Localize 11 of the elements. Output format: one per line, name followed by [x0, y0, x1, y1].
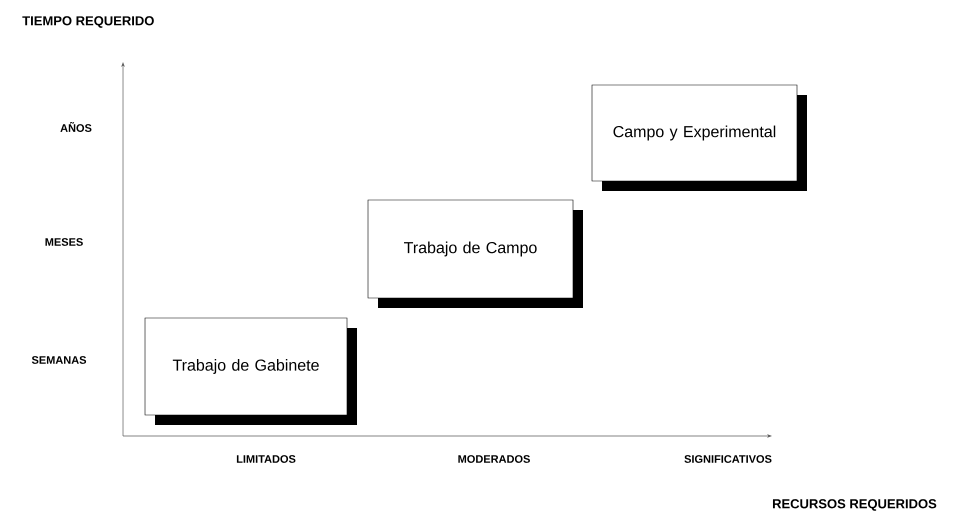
axis-tick-label: SEMANAS	[32, 356, 86, 364]
axis-tick-label: LIMITADOS	[236, 455, 296, 463]
axis-tick-label: AÑOS	[60, 122, 92, 132]
process-box: Campo y Experimental	[592, 84, 807, 191]
process-box: Trabajo de Gabinete	[144, 318, 357, 425]
axis-title: RECURSOS REQUERIDOS	[772, 499, 936, 511]
axis-tick-label: SIGNIFICATIVOS	[684, 455, 772, 463]
axis-tick-label: MODERADOS	[458, 455, 530, 463]
axis-title: TIEMPO REQUERIDO	[22, 16, 154, 28]
process-box: Trabajo de Campo	[368, 200, 583, 308]
axis-tick-label: MESES	[46, 238, 83, 246]
